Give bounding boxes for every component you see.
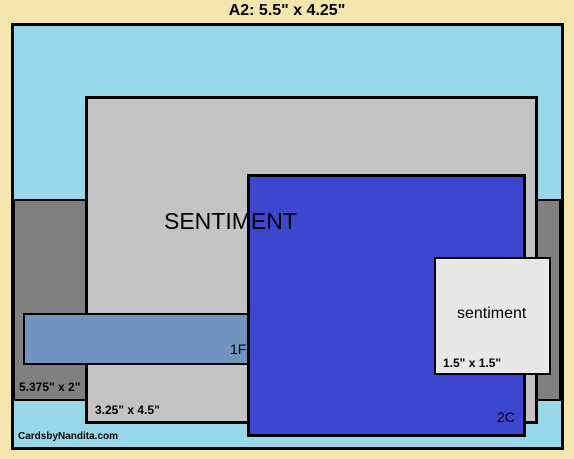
credit-text: CardsbyNandita.com	[18, 431, 119, 442]
sentiment-large-label: SENTIMENT	[164, 208, 297, 234]
panel-dimension-label: 3.25" x 4.5"	[95, 403, 160, 417]
sentiment-small-label: sentiment	[457, 305, 527, 322]
strip-code-label: 1F	[230, 341, 247, 357]
diagram-title: A2: 5.5" x 4.25"	[228, 2, 346, 19]
square-code-label: 2C	[497, 409, 515, 425]
band-dimension-label: 5.375" x 2"	[19, 380, 81, 394]
sentiment-tag-layer	[434, 257, 551, 375]
blue-strip-layer	[23, 313, 261, 365]
tag-dimension-label: 1.5" x 1.5"	[443, 356, 502, 370]
